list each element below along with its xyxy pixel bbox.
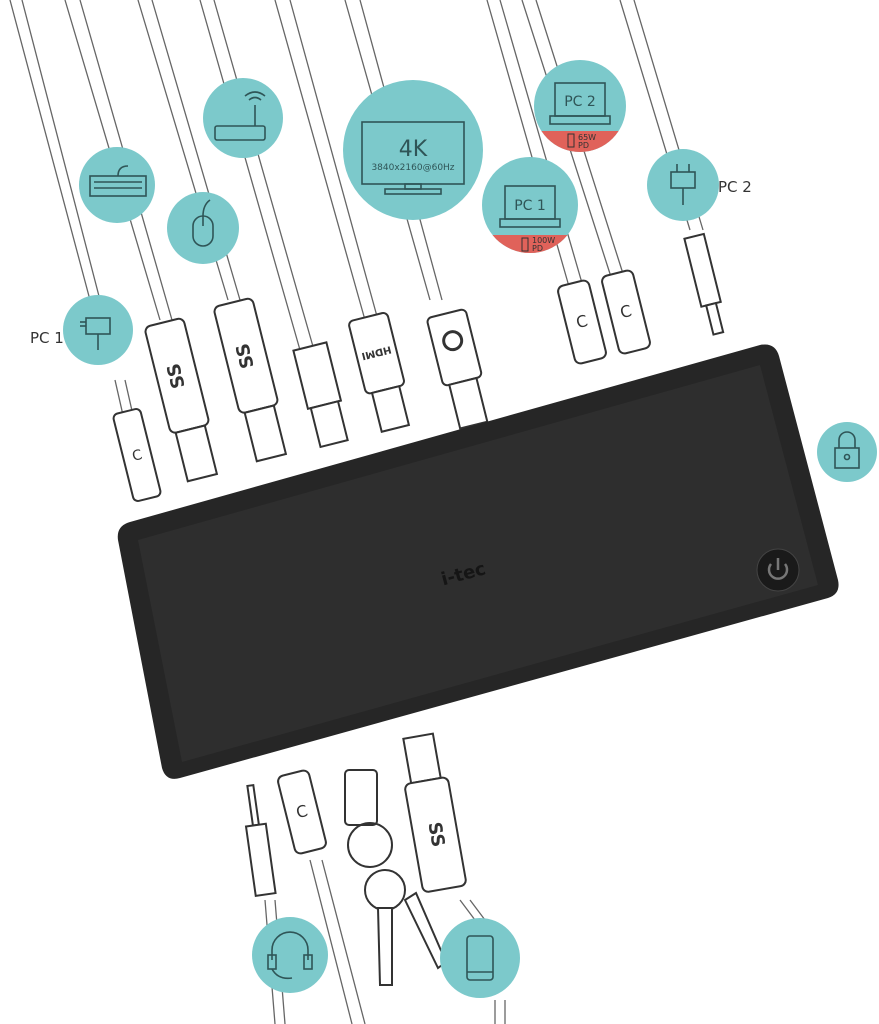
usb-a-connector-bottom: SS xyxy=(402,732,467,893)
docking-station: i-tec xyxy=(117,344,839,779)
svg-text:C: C xyxy=(618,301,633,322)
svg-text:65W: 65W xyxy=(578,133,596,142)
router-device xyxy=(203,78,283,158)
mouse-device xyxy=(167,192,239,264)
laptop-icon xyxy=(549,82,611,125)
plug-icon xyxy=(80,317,111,350)
monitor-4k: 4K 3840x2160@60Hz xyxy=(343,80,483,220)
plug-icon xyxy=(670,164,696,205)
svg-text:SS: SS xyxy=(423,820,448,848)
usb-c-connector-bottom: C xyxy=(277,769,327,855)
keyboard-icon xyxy=(89,165,147,197)
phone-icon xyxy=(466,935,494,981)
battery-icon xyxy=(521,237,529,252)
svg-text:PD: PD xyxy=(532,244,543,253)
svg-text:PC 2: PC 2 xyxy=(564,94,596,110)
hdmi-connector: HDMI xyxy=(348,312,411,433)
audio-jack-connector xyxy=(244,783,277,897)
pc1-power-label: PC 1 xyxy=(30,329,64,347)
usb-a-connector-keyboard: SS xyxy=(144,317,219,483)
keyboard-device xyxy=(79,147,155,223)
svg-text:PD: PD xyxy=(578,141,589,150)
power-button[interactable] xyxy=(756,548,800,592)
usb-c-connector-pc1-power: C xyxy=(112,408,162,502)
svg-text:C: C xyxy=(574,311,589,332)
svg-text:C: C xyxy=(294,801,309,822)
usb-c-connector-pc2: C xyxy=(601,269,651,355)
lock-icon xyxy=(834,431,860,469)
svg-text:4K: 4K xyxy=(399,137,428,162)
power-icon xyxy=(767,558,789,580)
svg-text:3840x2160@60Hz: 3840x2160@60Hz xyxy=(371,163,454,173)
laptop-icon xyxy=(499,185,561,228)
battery-icon xyxy=(567,133,575,148)
usb-c-connector-pc1: C xyxy=(557,279,607,365)
mouse-icon xyxy=(192,199,214,247)
ethernet-connector xyxy=(292,341,349,449)
laptop-pc1: PC 1 100W PD xyxy=(482,157,578,253)
dc-power-connector xyxy=(683,232,725,336)
headset-icon xyxy=(267,931,313,980)
power-plug-pc2 xyxy=(647,149,719,221)
smartphone-device xyxy=(440,918,520,998)
headset-device xyxy=(252,917,328,993)
monitor-icon xyxy=(361,121,465,195)
pc2-power-label: PC 2 xyxy=(718,178,752,196)
security-lock xyxy=(817,422,877,482)
displayport-connector xyxy=(426,308,489,430)
svg-text:PC 1: PC 1 xyxy=(514,198,546,214)
kensington-lock-keys xyxy=(344,769,448,986)
svg-text:C: C xyxy=(131,447,145,465)
usb-a-connector-mouse: SS xyxy=(213,297,288,463)
router-icon xyxy=(214,91,266,141)
power-plug-pc1 xyxy=(63,295,133,365)
svg-text:100W: 100W xyxy=(532,236,555,245)
